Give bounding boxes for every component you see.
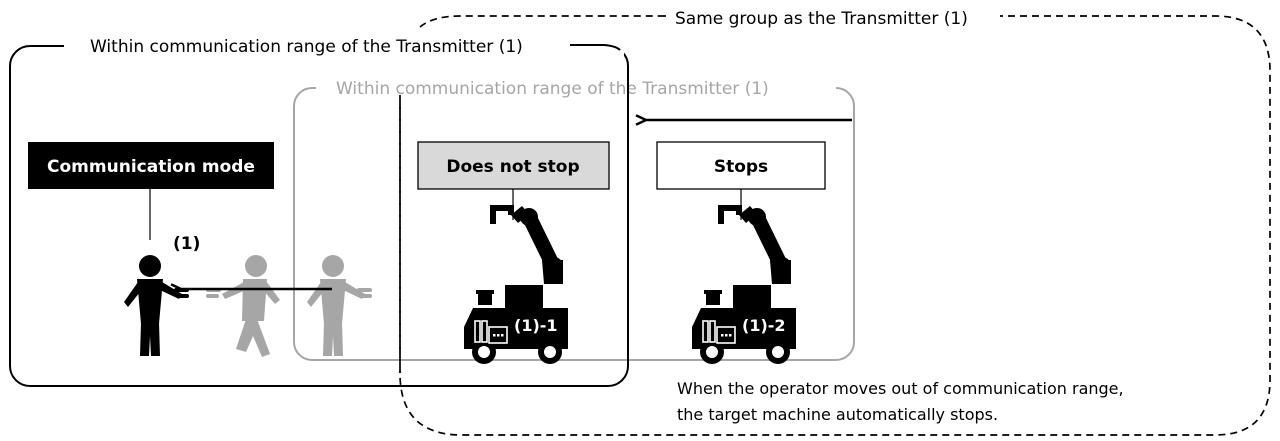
same-group-region: Same group as the Transmitter (1) bbox=[399, 4, 1271, 436]
machine-2-label: (1)-2 bbox=[742, 316, 786, 335]
stops-label: Stops bbox=[714, 157, 768, 177]
communication-mode-label: Communication mode bbox=[47, 157, 255, 177]
previous-range-region: Within communication range of the Transm… bbox=[293, 76, 855, 361]
operator-faded-walking bbox=[206, 255, 280, 357]
communication-mode-box: Communication mode bbox=[28, 142, 274, 240]
machine-1 bbox=[463, 204, 569, 365]
previous-range-label: Within communication range of the Transm… bbox=[336, 79, 769, 99]
transmitter-label: (1) bbox=[173, 234, 200, 254]
operator-faded-standing bbox=[307, 255, 372, 356]
current-range-label: Within communication range of the Transm… bbox=[90, 37, 523, 57]
same-group-label: Same group as the Transmitter (1) bbox=[675, 9, 968, 29]
does-not-stop-label: Does not stop bbox=[446, 157, 579, 177]
stops-box: Stops bbox=[656, 141, 826, 220]
current-range-region: Within communication range of the Transm… bbox=[9, 34, 629, 387]
note-line-1: When the operator moves out of communica… bbox=[677, 379, 1124, 398]
machine-2 bbox=[691, 204, 797, 365]
same-group-border bbox=[399, 15, 1271, 436]
does-not-stop-box: Does not stop bbox=[417, 141, 610, 220]
operator-current bbox=[124, 255, 189, 356]
note-line-2: the target machine automatically stops. bbox=[677, 405, 998, 424]
machine-1-label: (1)-1 bbox=[514, 316, 558, 335]
